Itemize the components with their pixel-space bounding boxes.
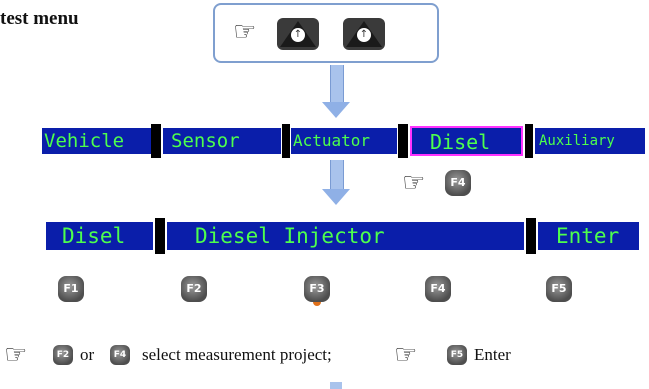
pointing-hand-icon: ☞ — [394, 340, 418, 370]
instruction-or: or — [80, 345, 95, 364]
page-title: test menu — [0, 8, 79, 29]
flow-arrow-down-icon — [322, 102, 350, 118]
menu-separator — [151, 124, 161, 158]
sub-bar-separator — [155, 218, 165, 254]
pointing-hand-icon: ☞ — [402, 168, 426, 198]
flow-arrow-stub — [330, 382, 342, 389]
menu-separator — [525, 124, 533, 158]
f5-key[interactable]: F5 — [546, 276, 572, 302]
f4-key: F4 — [110, 345, 130, 365]
f2-key: F2 — [53, 345, 73, 365]
menu-separator — [282, 124, 290, 158]
navigation-callout — [213, 3, 439, 63]
menu-item-sensor[interactable]: Sensor — [163, 128, 281, 154]
f3-key[interactable]: F3 — [304, 276, 330, 302]
menu-separator — [398, 124, 408, 158]
f4-key: F4 — [445, 170, 471, 196]
instruction-select: select measurement project; — [142, 345, 332, 364]
pointing-hand-icon: ☞ — [4, 340, 28, 370]
flow-arrow-shaft — [330, 65, 344, 103]
menu-item-vehicle[interactable]: Vehicle — [42, 128, 151, 154]
f5-key: F5 — [447, 345, 467, 365]
orange-marker — [313, 302, 321, 306]
up-arrow-icon: ↑ — [291, 28, 305, 42]
up-arrow-key-2: ↑ — [343, 18, 385, 50]
flow-arrow-shaft — [330, 160, 344, 190]
sub-bar-separator — [526, 218, 536, 254]
pointing-hand-icon: ☞ — [233, 17, 257, 47]
menu-item-actuator[interactable]: Actuator — [291, 128, 397, 154]
menu-item-disel-selected[interactable]: Disel — [410, 126, 523, 156]
flow-arrow-down-icon — [322, 189, 350, 205]
menu-item-auxiliary[interactable]: Auxiliary — [535, 128, 645, 154]
f1-key[interactable]: F1 — [58, 276, 84, 302]
instruction-enter: Enter — [474, 345, 511, 364]
up-arrow-icon: ↑ — [357, 28, 371, 42]
f4-key[interactable]: F4 — [425, 276, 451, 302]
sub-bar-enter[interactable]: Enter — [538, 222, 639, 250]
sub-bar-diesel-injector[interactable]: Diesel Injector — [167, 222, 524, 250]
sub-bar-disel[interactable]: Disel — [46, 222, 153, 250]
f2-key[interactable]: F2 — [181, 276, 207, 302]
up-arrow-key-1: ↑ — [277, 18, 319, 50]
